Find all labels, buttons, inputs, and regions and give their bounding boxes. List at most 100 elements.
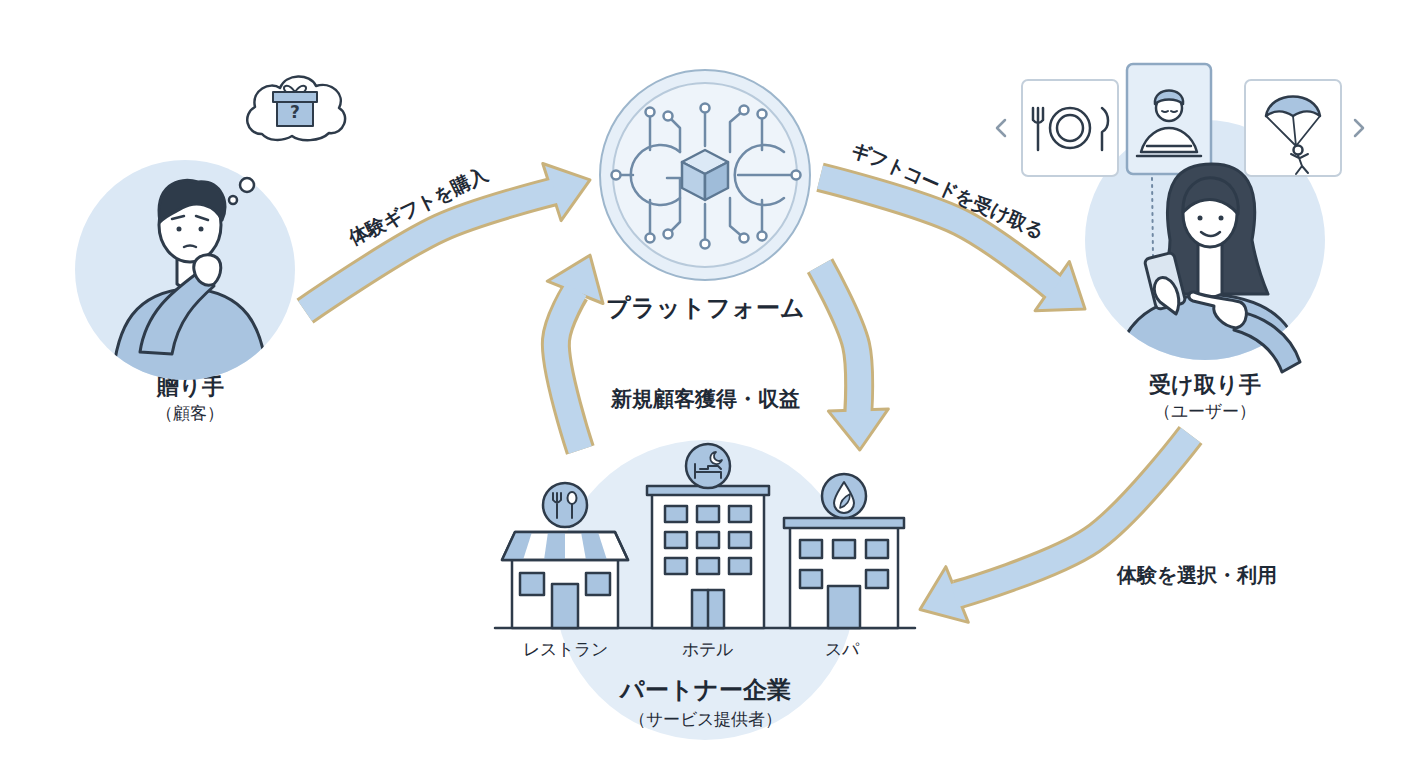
- platform-icon: [646, 234, 655, 243]
- partner-buildings: [686, 444, 730, 488]
- partner-buildings: [520, 573, 544, 595]
- giver-figure: [112, 288, 268, 400]
- platform-icon: [705, 162, 728, 200]
- platform-icon: [668, 116, 680, 152]
- experience-cards: [997, 120, 1005, 136]
- node-outline: [600, 70, 810, 280]
- edge-label: 体験を選択・利用: [1117, 563, 1277, 587]
- arrow-shaft: [954, 435, 1190, 596]
- giver-figure: [140, 274, 214, 354]
- skydiving-icon: [1266, 97, 1320, 175]
- node-outline: [1085, 120, 1325, 360]
- platform-icon: [738, 174, 792, 177]
- partner-buildings: [502, 532, 532, 560]
- partner-buildings: [495, 627, 915, 630]
- partner-buildings: [800, 540, 822, 558]
- partner-buildings: [495, 444, 915, 628]
- receiver-figure: [1198, 244, 1222, 297]
- giver-figure: [196, 216, 208, 220]
- edge-label: 体験ギフトを購入: [345, 162, 492, 249]
- receiver-figure: [1201, 232, 1220, 236]
- receiver-figure: [1144, 252, 1186, 310]
- platform-icon: [704, 112, 707, 146]
- platform-icon: [761, 200, 764, 232]
- platform-icon: [664, 230, 673, 239]
- experience-cards: [1245, 80, 1341, 176]
- platform-circle-shape: [590, 68, 820, 328]
- arrow-shaft: [820, 177, 1055, 288]
- flow-arrow: [820, 266, 888, 450]
- partner-buildings: [553, 493, 572, 518]
- node-label: （サービス提供者）: [460, 709, 950, 729]
- platform-icon: [631, 145, 680, 205]
- spa-icon: [1141, 128, 1197, 152]
- platform-icon: [664, 112, 673, 121]
- partner-circle: レストランホテルスパパートナー企業（サービス提供者）: [490, 450, 920, 740]
- flow-arrow: [305, 163, 590, 311]
- partner-buildings: [697, 506, 719, 522]
- platform-icon: [704, 204, 707, 240]
- partner-buildings: [834, 482, 854, 513]
- receiver-figure: [1112, 164, 1306, 400]
- spa-icon: [1162, 111, 1177, 112]
- platform-icon: [682, 162, 705, 200]
- partner-buildings: [692, 590, 724, 628]
- platform-icon: [682, 150, 728, 174]
- node-label: （ユーザー）: [1055, 401, 1355, 421]
- arrow-outline: [820, 266, 859, 410]
- partner-buildings: [552, 584, 578, 628]
- building-node: スパ: [778, 490, 905, 660]
- platform-icon: [735, 145, 784, 205]
- platform-icon: [730, 198, 744, 238]
- spa-icon: [1156, 95, 1182, 121]
- flow-arrow: [920, 435, 1191, 622]
- platform-icon: [668, 198, 680, 234]
- partner-buildings: [822, 474, 866, 518]
- giver-figure: [240, 178, 254, 192]
- giver-figure: [199, 227, 204, 232]
- partner-buildings: [544, 532, 565, 560]
- flow-arrow: [547, 255, 603, 450]
- platform-icon: [701, 240, 710, 249]
- giver-figure: [177, 227, 182, 232]
- experience-cards: [997, 64, 1363, 176]
- receiver-figure: [1154, 277, 1178, 314]
- platform-icon: [649, 200, 652, 234]
- platform-icon: [649, 116, 652, 150]
- partner-buildings: [707, 590, 710, 628]
- dining-icon: [1050, 108, 1090, 148]
- platform-icon: [758, 232, 767, 241]
- spa-icon: [1147, 145, 1191, 148]
- giver-figure: [229, 196, 237, 204]
- giver-figure: [194, 255, 221, 285]
- node-label: スパ: [748, 639, 935, 659]
- node-label: レストラン: [470, 639, 660, 659]
- receiver-figure: [1234, 312, 1300, 372]
- platform-icon: [792, 171, 801, 180]
- actor-circle: 受け取り手（ユーザー）: [1085, 120, 1325, 435]
- node-label: パートナー企業: [460, 676, 950, 705]
- actor-circle: 贈り手（顧客）: [75, 160, 305, 425]
- question-mark: ?: [290, 104, 300, 121]
- arrow-outline: [957, 435, 1191, 595]
- giver-figure: [273, 92, 317, 102]
- partner-buildings: [729, 532, 751, 548]
- node-label: （顧客）: [45, 403, 335, 423]
- partner-buildings: [866, 540, 888, 558]
- partner-buildings: [729, 506, 751, 522]
- giver-figure: [277, 100, 313, 126]
- receiver-figure: [1219, 216, 1224, 221]
- skydiving-icon: [1266, 97, 1320, 117]
- giver-figure: [172, 216, 184, 219]
- dining-icon: [1057, 115, 1083, 141]
- partner-buildings: [866, 570, 888, 588]
- node-inner-ring: [613, 83, 797, 267]
- node-label: ホテル: [615, 639, 800, 659]
- arrow-head: [543, 163, 590, 220]
- platform-icon: [730, 110, 744, 152]
- building-node: ホテル: [645, 455, 770, 660]
- arrow-outline: [305, 192, 552, 311]
- receiver-figure: [1183, 181, 1237, 247]
